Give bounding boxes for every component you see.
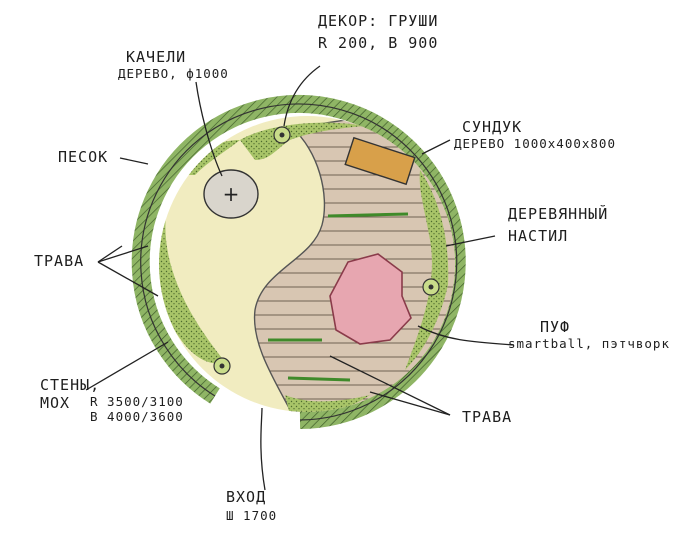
grass-right-label: ТРАВА xyxy=(462,408,513,426)
decor-pears xyxy=(213,126,440,375)
chest-label: СУНДУК ДЕРЕВО 1000х400х800 xyxy=(454,118,616,151)
decor-label: ДЕКОР: ГРУШИ R 200, В 900 xyxy=(318,12,438,52)
grass-border-right xyxy=(405,170,449,370)
decor-detail: R 200, В 900 xyxy=(318,34,439,52)
entrance-width: Ш 1700 xyxy=(226,508,278,523)
grass-border-bottom xyxy=(285,395,370,412)
wall-ring xyxy=(131,95,466,429)
pouf-detail: smartball, пэтчворк xyxy=(508,336,670,351)
walls-radius: R 3500/3100 xyxy=(90,394,184,409)
leader-lines xyxy=(85,65,515,491)
sand-label: ПЕСОК xyxy=(58,148,109,166)
deck-line2: НАСТИЛ xyxy=(508,227,569,245)
walls-label: СТЕНЫ, МОХ R 3500/3100 В 4000/3600 xyxy=(40,376,184,424)
decor-title: ДЕКОР: ГРУШИ xyxy=(318,12,439,30)
grass-strips xyxy=(268,212,409,382)
entrance-label: ВХОД Ш 1700 xyxy=(226,488,277,523)
grass-border-top xyxy=(240,122,365,160)
chest-title: СУНДУК xyxy=(462,118,523,136)
swing-title: КАЧЕЛИ xyxy=(126,48,187,66)
pouf xyxy=(329,253,412,345)
walls-title: СТЕНЫ, xyxy=(40,376,101,394)
swing: + xyxy=(203,169,259,219)
grass-left-label: ТРАВА xyxy=(34,252,85,270)
swing-symbol: + xyxy=(223,182,240,206)
entrance-title: ВХОД xyxy=(226,488,267,506)
deck-line1: ДЕРЕВЯННЫЙ xyxy=(508,205,609,223)
chest-detail: ДЕРЕВО 1000х400х800 xyxy=(454,136,616,151)
pouf-label: ПУФ smartball, пэтчворк xyxy=(508,318,670,351)
deck-label: ДЕРЕВЯННЫЙ НАСТИЛ xyxy=(508,205,608,245)
pouf-title: ПУФ xyxy=(540,318,571,336)
walls-height: В 4000/3600 xyxy=(90,409,184,424)
walls-material: МОХ xyxy=(40,394,71,412)
swing-detail: ДЕРЕВО, ф1000 xyxy=(118,66,229,81)
swing-label: КАЧЕЛИ ДЕРЕВО, ф1000 xyxy=(118,48,229,81)
chest xyxy=(344,136,416,186)
